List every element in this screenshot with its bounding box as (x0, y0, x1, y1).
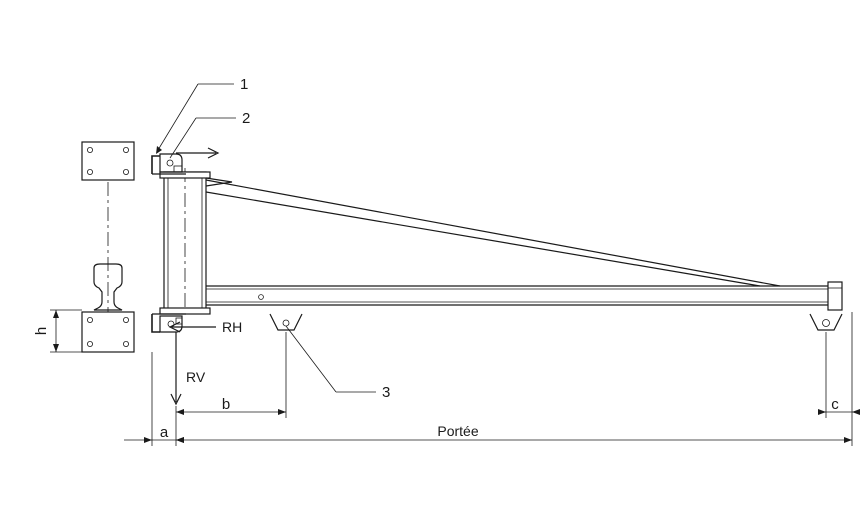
dimension-b: b (176, 396, 286, 415)
force-rv-arrow: RV (170, 332, 206, 406)
callout-1-label: 1 (240, 76, 248, 93)
force-rh-label: RH (222, 319, 242, 335)
callout-3-label: 3 (382, 384, 390, 401)
callout-2-label: 2 (242, 110, 250, 127)
dimension-h-label: h (33, 327, 50, 335)
force-upper-horizontal-arrow (176, 147, 220, 159)
rail-profile (93, 263, 123, 311)
dimension-c-label: c (831, 396, 839, 413)
lower-wall-bracket (81, 311, 135, 353)
crane-mast (159, 168, 211, 318)
dimension-span-label: Portée (437, 423, 478, 439)
callout-2: 2 (169, 110, 250, 159)
dimension-a-label: a (160, 424, 169, 441)
upper-fixation (151, 153, 186, 175)
dimension-a: a (124, 424, 184, 443)
jib-boom (206, 281, 843, 311)
tie-rod (205, 177, 781, 287)
force-rh-arrow: RH (168, 319, 242, 335)
dimension-c: c (818, 396, 860, 415)
force-rv-label: RV (186, 369, 206, 385)
upper-wall-bracket (81, 141, 135, 181)
lower-fixation (151, 313, 186, 333)
dimension-b-label: b (222, 396, 230, 413)
dimension-span: Portée (176, 423, 852, 443)
callout-3: 3 (285, 325, 390, 401)
trolley-stop-right (809, 313, 843, 331)
dimension-h: h (33, 309, 82, 353)
callout-1: 1 (156, 76, 248, 154)
trolley-stop-left (269, 313, 303, 331)
